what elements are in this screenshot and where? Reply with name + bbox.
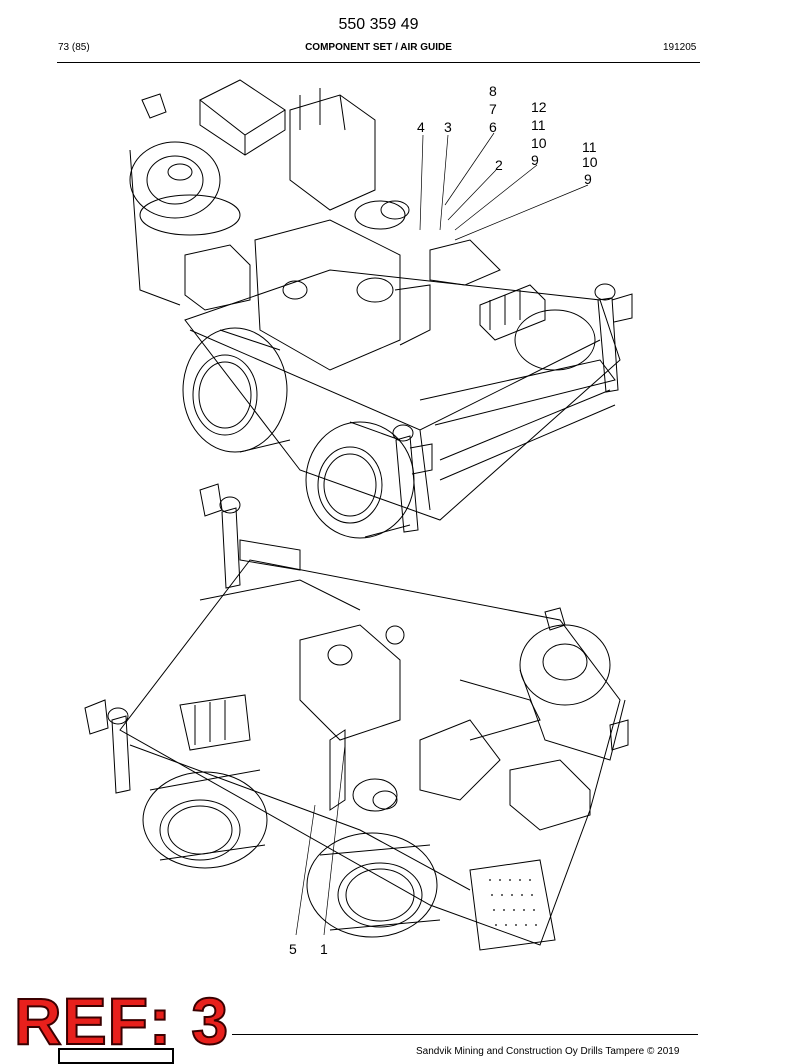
- callout-11-b: 11: [582, 139, 597, 155]
- callout-8: 8: [489, 83, 497, 99]
- callout-5: 5: [289, 941, 297, 957]
- callout-10-b: 10: [582, 154, 598, 170]
- top-machine-illustration: [129, 79, 633, 539]
- ref-stamp: REF: 3: [13, 984, 230, 1058]
- footer-copyright: Sandvik Mining and Construction Oy Drill…: [416, 1046, 680, 1057]
- callout-9: 9: [531, 152, 539, 168]
- callout-6: 6: [489, 119, 497, 135]
- document-title: COMPONENT SET / AIR GUIDE: [305, 42, 452, 53]
- callout-12: 12: [531, 99, 547, 115]
- callout-2: 2: [495, 157, 503, 173]
- footer-divider: [232, 1034, 698, 1035]
- bottom-machine-illustration: [84, 483, 629, 951]
- callout-9-b: 9: [584, 171, 592, 187]
- callout-4: 4: [417, 119, 425, 135]
- callout-1: 1: [320, 941, 328, 957]
- page-number: 73 (85): [58, 42, 90, 53]
- callout-11: 11: [531, 117, 546, 133]
- document-date: 191205: [663, 42, 697, 53]
- callout-3: 3: [444, 119, 452, 135]
- sandvik-logo: [58, 1048, 174, 1064]
- callout-7: 7: [489, 101, 497, 117]
- document-number: 550 359 49: [338, 16, 419, 33]
- header-divider: [57, 62, 700, 63]
- callout-10: 10: [531, 135, 547, 151]
